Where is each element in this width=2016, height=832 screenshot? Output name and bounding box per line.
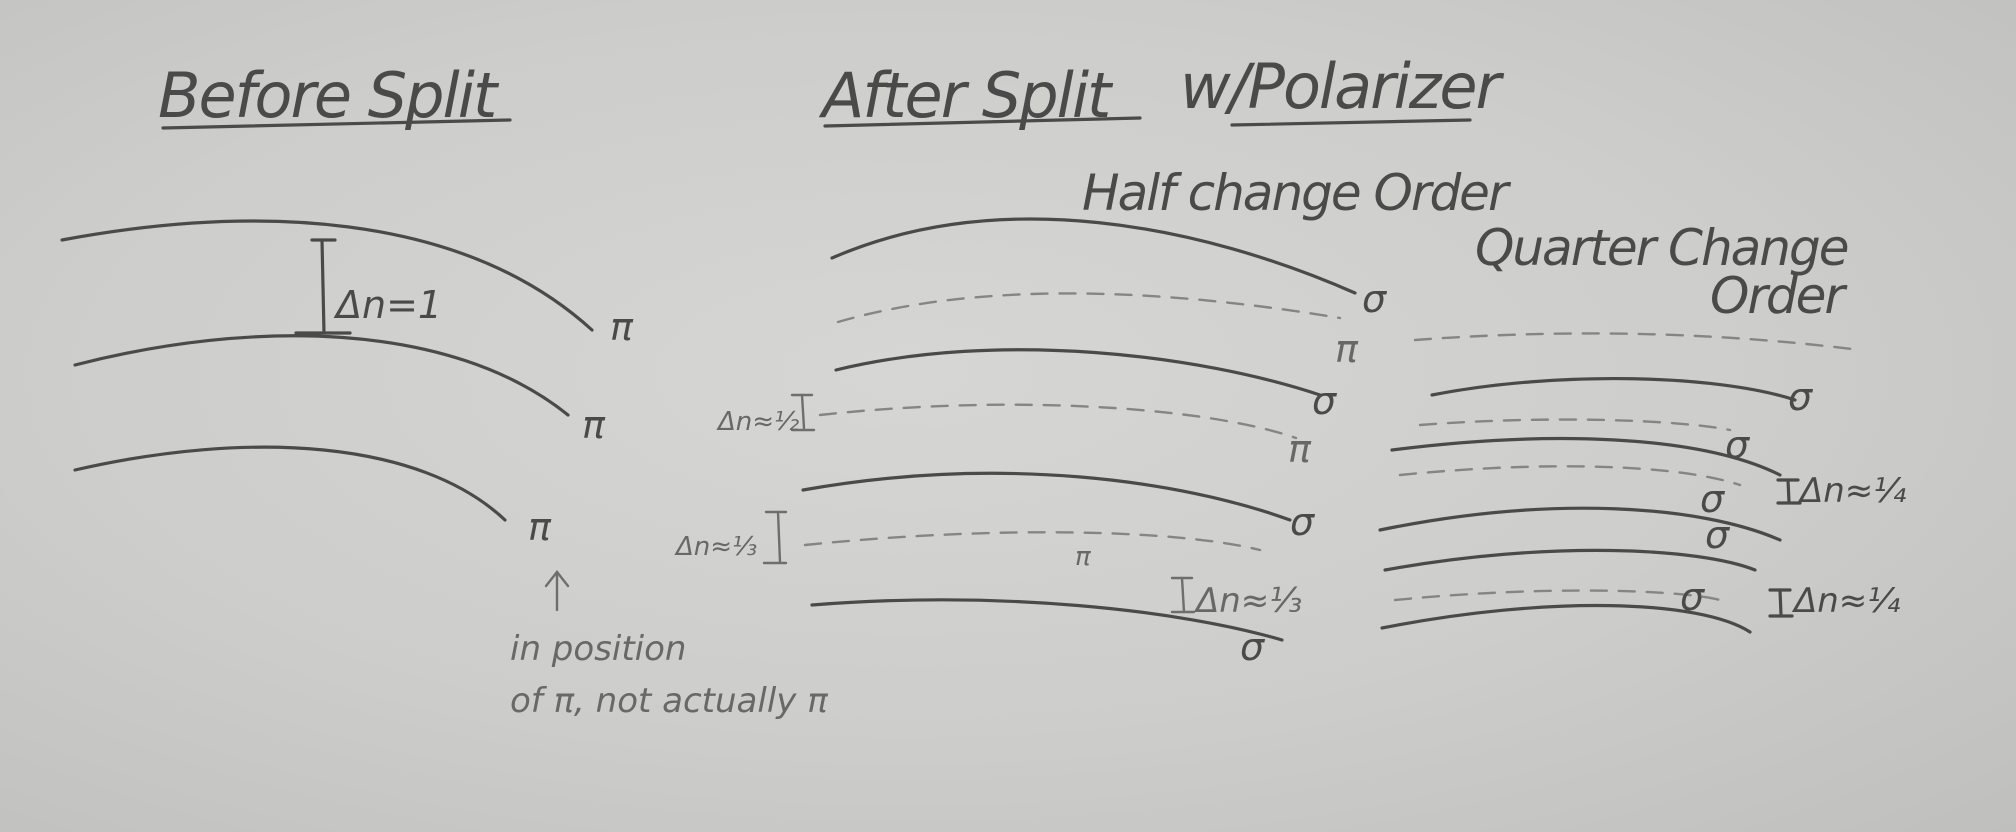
pi-label-half-3: π [1075,542,1091,572]
bracket-delta-n-third-left [762,510,788,565]
heading-quarter-change-order-line1: Quarter Change [1475,219,1848,277]
curve-half-solid-1 [830,217,1357,295]
curve-half-dashed-3 [803,531,1262,552]
curve-quarter-solid-1 [1430,376,1797,402]
pi-label-half-2: π [1288,427,1312,471]
arrow-up-icon [544,570,570,612]
curve-before-3 [73,445,507,522]
curve-quarter-solid-2 [1390,437,1782,477]
pi-label-2: π [582,403,606,447]
sigma-label-quarter-1: σ [1788,375,1814,419]
heading-half-change-order: Half change Order [1082,164,1512,222]
sigma-label-quarter-4: σ [1705,513,1731,557]
label-delta-n-third-left: Δn≈⅓ [674,532,757,562]
sigma-label-quarter-2: σ [1725,423,1751,467]
pi-label-half-1: π [1335,327,1359,371]
heading-quarter-change-order-line2: Order [1710,267,1848,325]
heading-polarizer: w/Polarizer [1180,50,1505,123]
sigma-label-half-4: σ [1240,625,1266,669]
label-delta-n-quarter-2: Δn≈¼ [1791,581,1900,621]
curve-before-2 [73,334,570,417]
sigma-label-quarter-5: σ [1680,575,1706,619]
curve-half-dashed-1 [836,292,1342,324]
sigma-label-quarter-3: σ [1700,477,1726,521]
sigma-label-half-2: σ [1312,379,1338,423]
underline-before-split [161,118,512,130]
bracket-delta-n-half [790,393,816,432]
curve-quarter-dashed-4 [1393,589,1722,602]
curve-quarter-solid-3 [1378,506,1782,542]
sigma-label-half-1: σ [1362,277,1388,321]
curve-quarter-dashed-2 [1418,418,1732,432]
note-line-1: in position [510,629,686,669]
curve-half-solid-2 [834,348,1322,397]
curve-half-dashed-2 [818,403,1298,440]
label-delta-n-third: Δn≈⅓ [1193,581,1302,621]
heading-before-split: Before Split [158,59,500,132]
curve-half-solid-4 [810,598,1284,642]
bracket-delta-n-1 [294,238,352,335]
curve-quarter-solid-5 [1380,603,1752,634]
curve-half-solid-3 [801,471,1292,522]
underline-polarizer [1230,118,1472,127]
pi-label-1: π [610,305,634,349]
bracket-delta-n-third [1170,576,1196,614]
note-line-2: of π, not actually π [510,681,828,721]
bracket-delta-n-quarter-2 [1768,588,1794,618]
curve-quarter-dashed-1 [1413,332,1862,352]
underline-after-split [823,116,1142,128]
bracket-delta-n-quarter-1 [1776,478,1802,505]
curve-quarter-solid-4 [1383,548,1757,572]
label-delta-n-1: Δn=1 [333,283,442,327]
pi-label-3: π [528,505,552,549]
curve-before-1 [60,219,594,332]
sigma-label-half-3: σ [1290,500,1316,544]
label-delta-n-half: Δn≈½ [716,407,799,437]
curve-quarter-dashed-3 [1398,465,1742,487]
label-delta-n-quarter-1: Δn≈¼ [1797,471,1906,511]
